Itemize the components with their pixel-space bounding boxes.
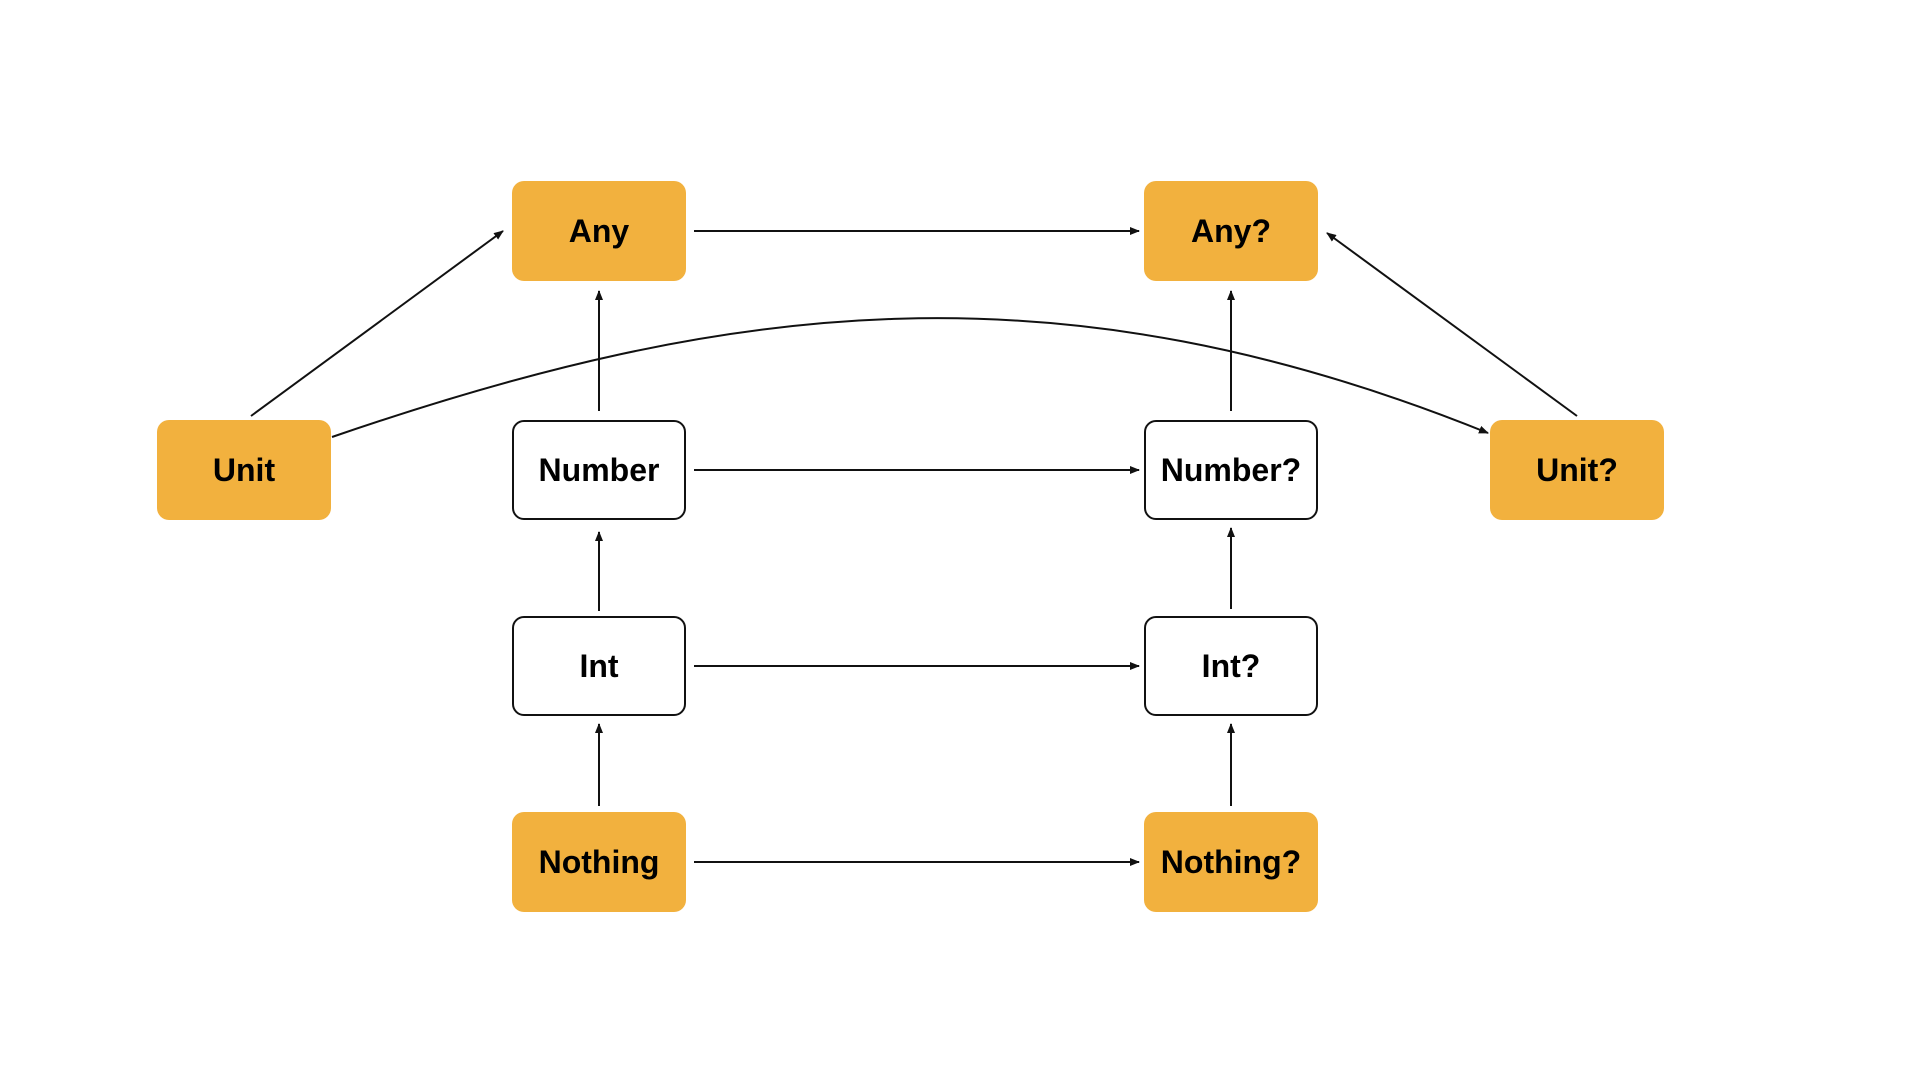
node-int-nullable-label: Int? — [1201, 647, 1261, 684]
node-nothing-label: Nothing — [538, 843, 660, 880]
node-any: Any — [512, 181, 686, 281]
node-number-nullable: Number? — [1144, 420, 1318, 520]
node-nothing-nullable-label: Nothing? — [1160, 843, 1302, 880]
node-unit-nullable-label: Unit? — [1536, 451, 1618, 488]
node-int-label: Int — [579, 647, 619, 684]
node-nothing-nullable: Nothing? — [1144, 812, 1318, 912]
node-any-label: Any — [568, 212, 630, 249]
edge-unit-to-any — [250, 230, 504, 417]
node-number: Number — [512, 420, 686, 520]
node-int-nullable: Int? — [1144, 616, 1318, 716]
node-unit-label: Unit — [212, 451, 276, 488]
node-any-nullable: Any? — [1144, 181, 1318, 281]
node-unit: Unit — [157, 420, 331, 520]
node-number-label: Number — [538, 451, 660, 488]
node-int: Int — [512, 616, 686, 716]
node-unit-nullable: Unit? — [1490, 420, 1664, 520]
edge-unit-nullable-to-any-nullable — [1326, 232, 1578, 417]
node-number-nullable-label: Number? — [1160, 451, 1302, 488]
node-any-nullable-label: Any? — [1191, 212, 1271, 249]
node-nothing: Nothing — [512, 812, 686, 912]
edge-unit-to-unit-nullable — [331, 317, 1489, 438]
